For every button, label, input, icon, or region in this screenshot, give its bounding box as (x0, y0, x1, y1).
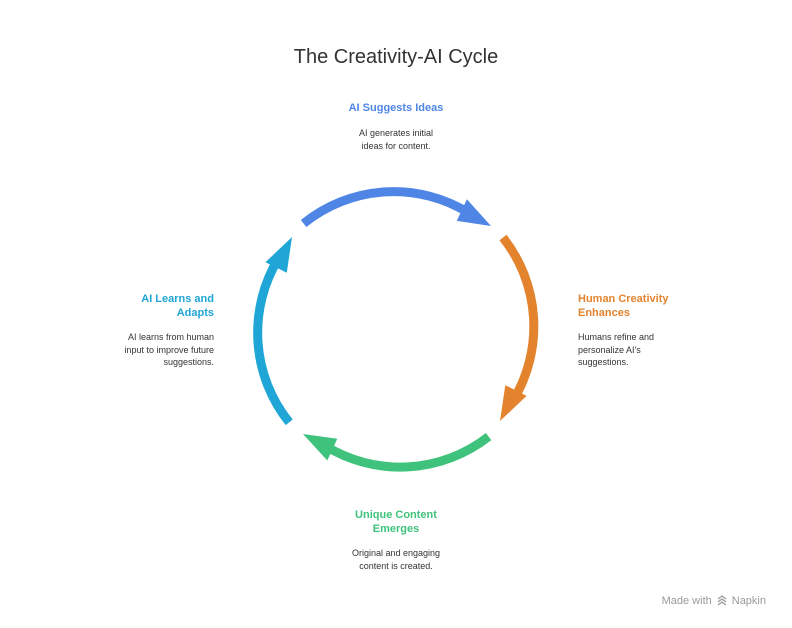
napkin-logo-icon (716, 595, 728, 607)
cycle-arrow-orange (499, 234, 539, 421)
step-unique-content-description: Original and engaging content is created… (351, 548, 441, 571)
cycle-arrow-green (303, 433, 492, 472)
brand-name: Napkin (731, 595, 766, 607)
diagram-title: The Creativity-AI Cycle (293, 46, 499, 68)
cycle-arrow-blue (300, 187, 491, 227)
step-ai-learns-description: AI learns from human input to improve fu… (124, 332, 214, 367)
step-unique-content-heading: Unique Content Emerges (355, 509, 437, 535)
step-ai-suggests-ideas-description: AI generates initial ideas for content. (358, 128, 434, 151)
step-human-creativity-heading: Human Creativity Enhances (578, 293, 669, 319)
step-human-creativity-description: Humans refine and personalize AI's sugge… (578, 332, 655, 367)
made-with-napkin-badge[interactable]: Made with Napkin (662, 595, 766, 607)
cycle-arrow-cyan (253, 237, 293, 426)
brand-prefix: Made with (661, 595, 712, 607)
step-ai-suggests-ideas-heading: AI Suggests Ideas (348, 102, 444, 114)
step-ai-learns-heading: AI Learns and Adapts (141, 293, 214, 319)
